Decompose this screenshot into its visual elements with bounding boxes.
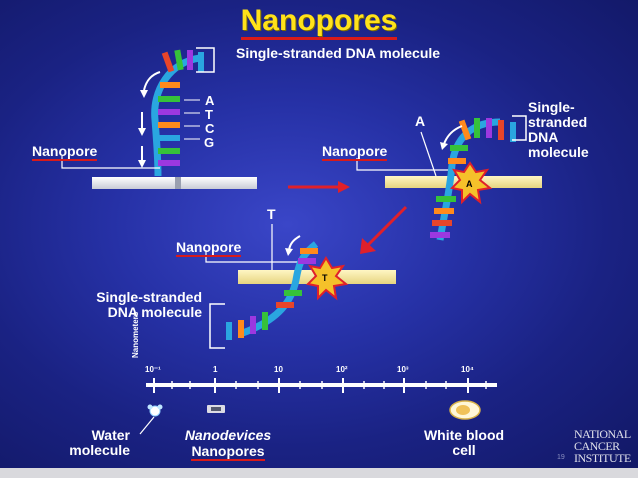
water-molecule-label: Water molecule	[69, 427, 130, 458]
dna-label-top-left: Single-stranded DNA molecule	[236, 45, 441, 61]
blood-cell-icon	[449, 400, 481, 420]
slide: Nanopores	[0, 0, 638, 468]
page-number: 19	[557, 454, 565, 461]
water-molecule-icon	[139, 404, 163, 435]
burst-label-middle: T	[322, 273, 328, 283]
base-c: C	[205, 121, 215, 136]
nanopore-label-middle: Nanopore	[176, 239, 242, 257]
scale-axis	[146, 378, 497, 393]
tick-label: 10²	[336, 365, 348, 374]
nanopore-label-top-left: Nanopore	[32, 143, 98, 161]
arrow-right	[288, 181, 350, 193]
scale-unit-label: Nanometers	[131, 311, 140, 358]
nanopore-label-top-right: Nanopore	[322, 143, 388, 161]
base-g: G	[204, 135, 215, 150]
tick-label: 10³	[397, 365, 409, 374]
tick-label: 10⁻¹	[145, 365, 161, 374]
page-title: Nanopores	[0, 4, 638, 40]
burst-label-top-right: A	[466, 179, 473, 189]
nanopores-scale-label: Nanopores	[191, 443, 265, 461]
base-label-top-right: A	[415, 113, 426, 129]
dna-strand-top-right	[430, 115, 527, 241]
blood-cell-label: White blood cell	[423, 427, 505, 458]
bottom-bar	[0, 468, 638, 478]
dna-label-middle: Single-stranded DNA molecule	[96, 289, 202, 320]
dna-strand-top-left	[61, 47, 215, 177]
base-t: T	[205, 107, 213, 122]
tick-label: 10	[274, 365, 283, 374]
nanopore-plate-top-left	[92, 177, 257, 189]
dna-label-top-right: Single-stranded DNA molecule	[528, 99, 589, 160]
dna-strand-middle	[209, 235, 349, 349]
nanodevices-label: Nanodevices	[184, 427, 272, 443]
nci-logo: NATIONAL CANCER INSTITUTE	[574, 427, 631, 465]
tick-label: 10⁴	[461, 365, 474, 374]
tick-label: 1	[213, 365, 218, 374]
base-label-middle: T	[267, 206, 276, 222]
arrow-diagonal	[360, 205, 408, 254]
nanodevice-icon	[207, 405, 225, 413]
base-a: A	[205, 93, 215, 108]
diagram-graphics	[61, 47, 542, 435]
